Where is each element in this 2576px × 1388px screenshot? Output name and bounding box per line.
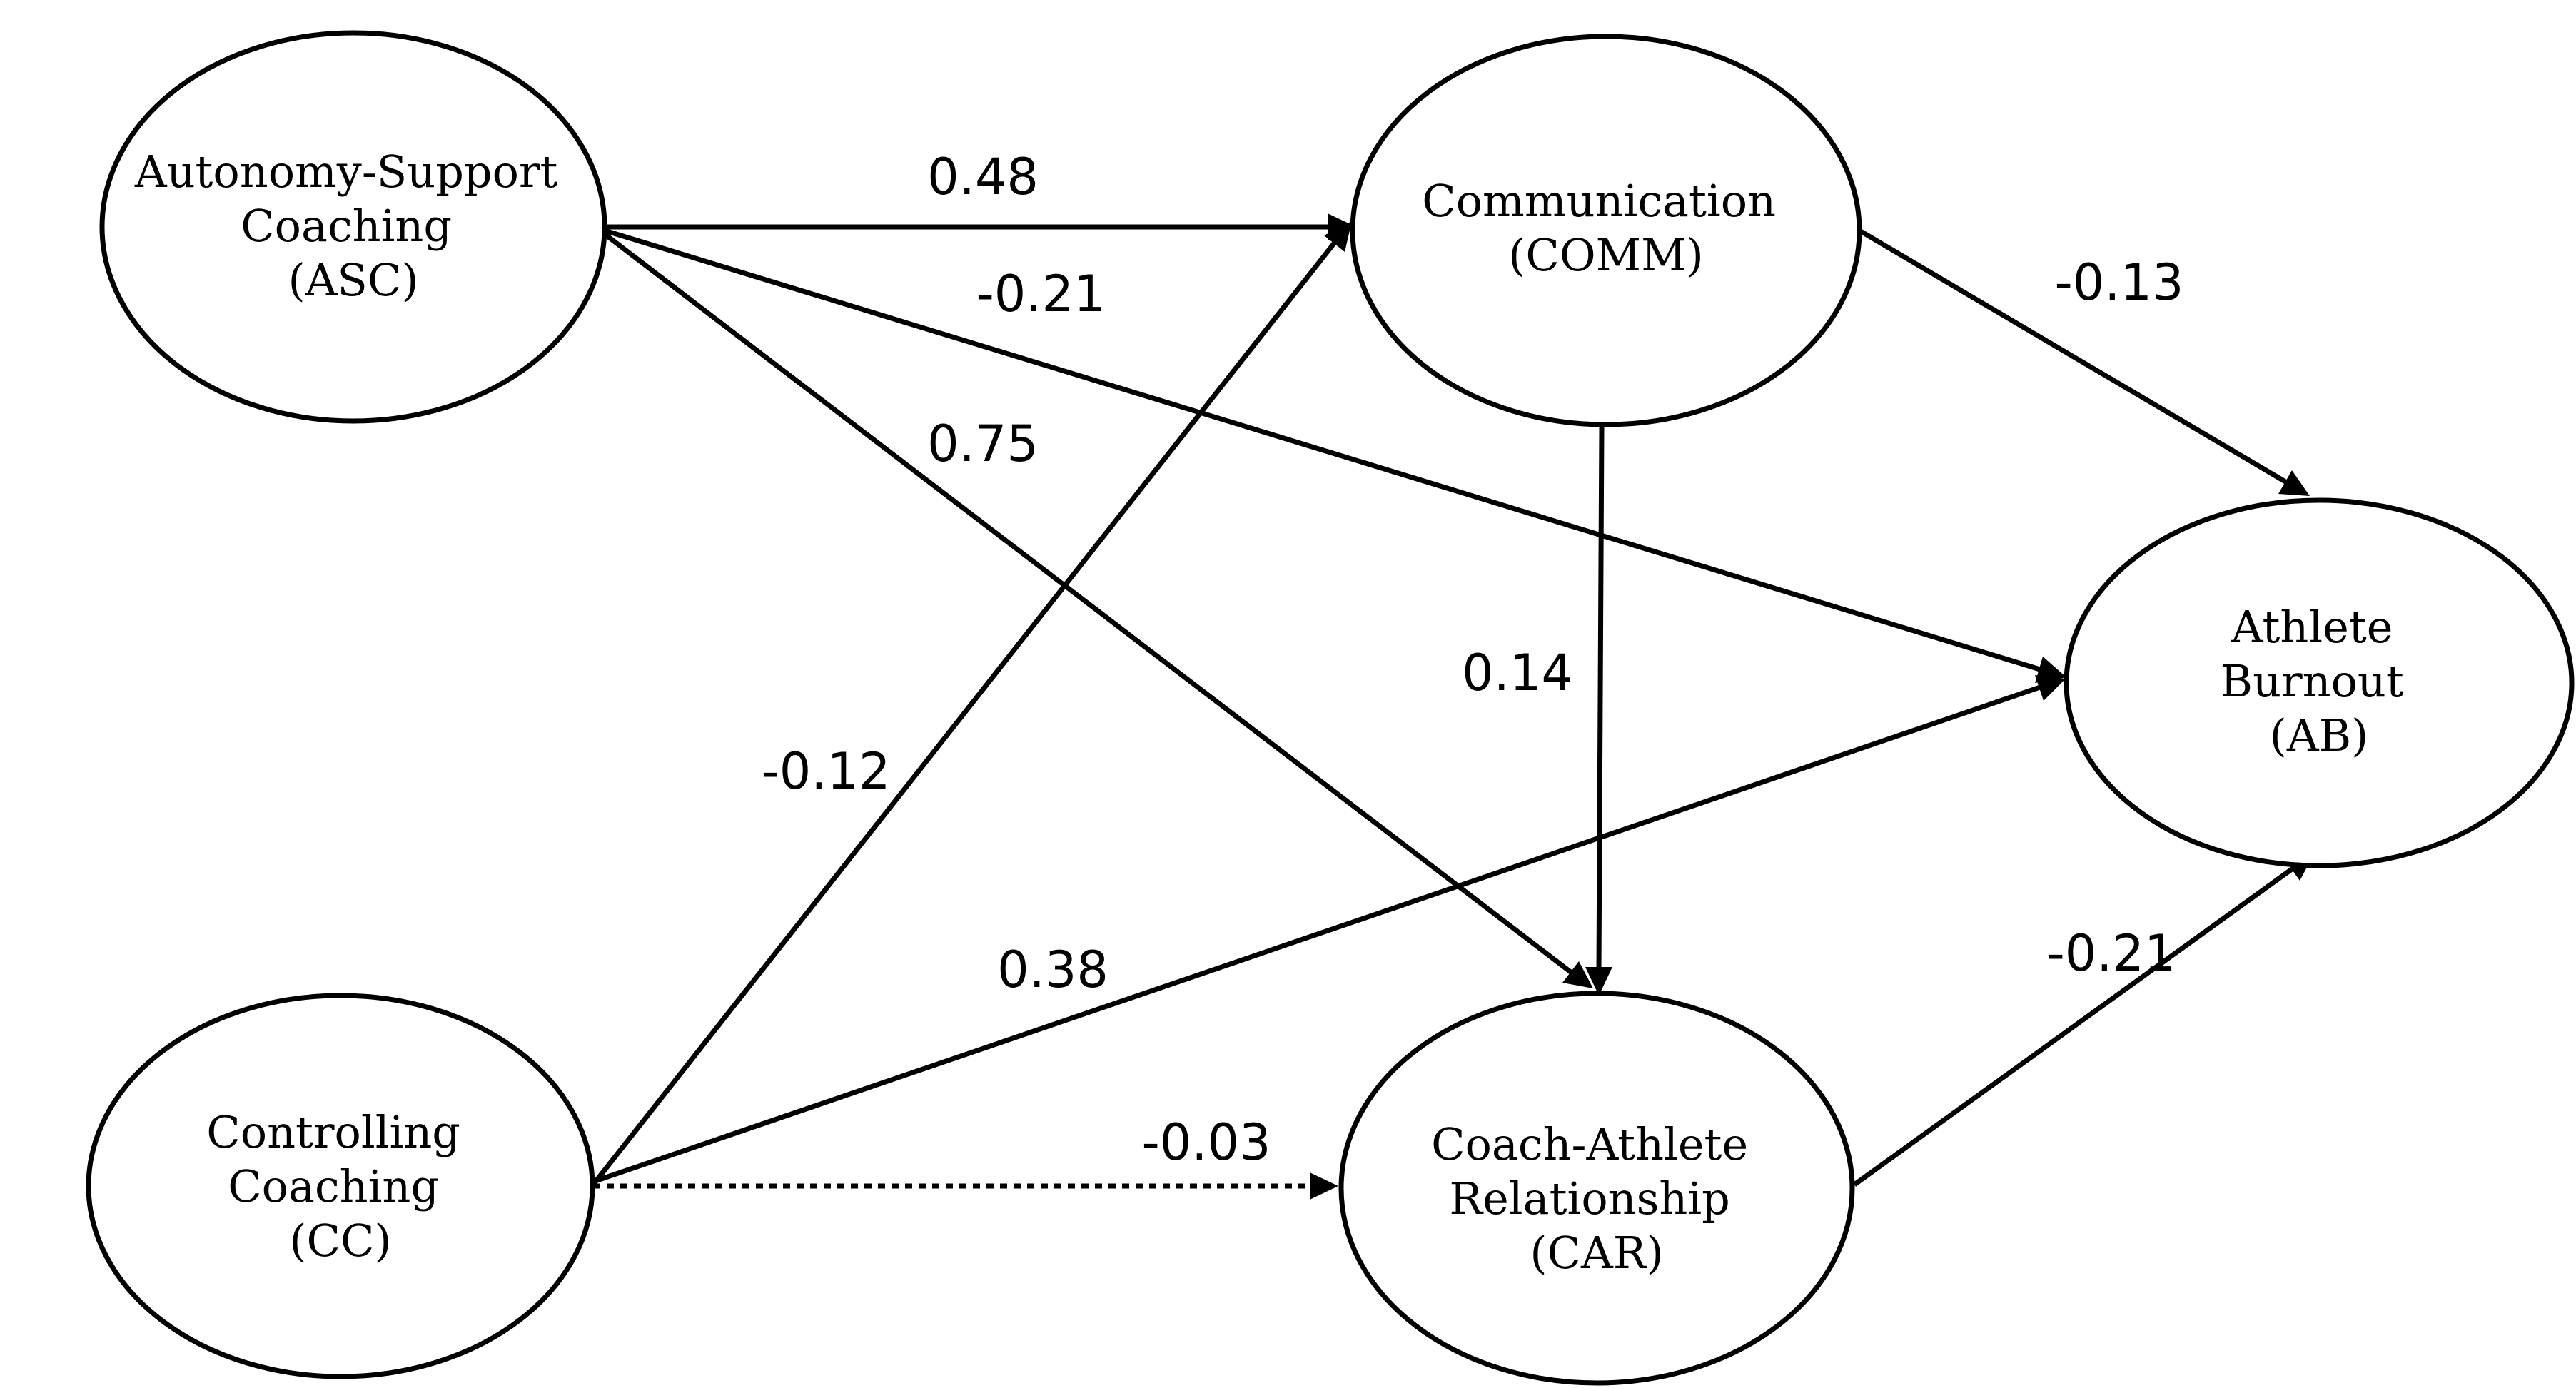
arrowhead	[2035, 675, 2066, 701]
coefficient-label: 0.14	[1462, 644, 1573, 702]
node-ellipse	[1350, 34, 1862, 427]
nodes: Autonomy-Support Coaching (ASC) Communic…	[86, 30, 2575, 1386]
coefficient-label: -0.12	[761, 742, 890, 801]
node-label-line: (CAR)	[1530, 1227, 1663, 1279]
node-asc: Autonomy-Support Coaching (ASC)	[99, 30, 607, 424]
node-ellipse	[99, 30, 607, 424]
node-label-line: Controlling	[206, 1106, 460, 1158]
edge-asc-to-comm: 0.48	[605, 148, 1356, 240]
node-ellipse	[1338, 991, 1855, 1386]
node-label-line: (COMM)	[1508, 229, 1704, 281]
node-label-line: (CC)	[289, 1215, 391, 1267]
edge-asc-to-car: 0.75	[602, 232, 1593, 988]
coefficient-label: 0.38	[997, 941, 1108, 999]
node-label-line: Coaching	[241, 200, 452, 252]
node-label-line: Autonomy-Support	[134, 146, 558, 198]
edge-line	[1858, 228, 2290, 487]
edges: 0.48 -0.21 0.75 -0.13 0.14	[591, 148, 2315, 1200]
edge-car-to-ab: -0.21	[1852, 853, 2315, 1187]
node-label: Athlete Burnout (AB)	[2221, 601, 2418, 761]
edge-asc-to-ab: -0.21	[603, 228, 2066, 683]
arrowhead	[1585, 967, 1612, 996]
edge-cc-to-comm: -0.12	[591, 221, 1352, 1187]
node-label-line: Communication	[1422, 175, 1776, 227]
node-label: Coach-Athlete Relationship (CAR)	[1431, 1118, 1762, 1279]
arrowhead	[1310, 1172, 1338, 1200]
arrowhead	[2278, 470, 2310, 496]
node-label-line: Athlete	[2231, 601, 2393, 653]
edge-comm-to-car: 0.14	[1462, 424, 1612, 996]
node-cc: Controlling Coaching (CC)	[86, 993, 595, 1379]
node-label-line: Coach-Athlete	[1431, 1118, 1748, 1170]
arrowhead	[1324, 221, 1352, 252]
node-comm: Communication (COMM)	[1350, 34, 1862, 427]
coefficient-label: -0.03	[1141, 1113, 1271, 1172]
edge-line	[603, 228, 2041, 672]
node-label-line: Relationship	[1449, 1172, 1729, 1225]
coefficient-label: -0.21	[2046, 924, 2176, 983]
coefficient-label: -0.21	[976, 265, 1105, 323]
edge-cc-to-ab: 0.38	[592, 675, 2066, 1185]
node-label-line: (AB)	[2270, 709, 2369, 761]
node-ellipse	[86, 993, 595, 1379]
arrowhead	[1562, 961, 1593, 988]
edge-line	[602, 232, 1577, 978]
edge-line	[1596, 424, 1605, 972]
node-label-line: Coaching	[228, 1160, 439, 1212]
node-label: Controlling Coaching (CC)	[206, 1106, 474, 1267]
edge-cc-to-car: -0.03	[593, 1113, 1338, 1200]
node-ellipse	[2064, 497, 2575, 868]
node-car: Coach-Athlete Relationship (CAR)	[1338, 991, 1855, 1386]
coefficient-label: -0.13	[2054, 253, 2183, 312]
edge-line	[592, 684, 2041, 1185]
edge-line	[1852, 865, 2297, 1187]
coefficient-label: 0.48	[927, 148, 1039, 206]
node-label: Autonomy-Support Coaching (ASC)	[134, 146, 572, 306]
edge-line	[591, 238, 1339, 1187]
node-label-line: Burnout	[2221, 655, 2404, 707]
coefficient-label: 0.75	[927, 415, 1039, 473]
node-ab: Athlete Burnout (AB)	[2064, 497, 2575, 868]
node-label-line: (ASC)	[288, 254, 418, 306]
edge-comm-to-ab: -0.13	[1858, 228, 2310, 496]
node-label: Communication (COMM)	[1422, 175, 1789, 281]
